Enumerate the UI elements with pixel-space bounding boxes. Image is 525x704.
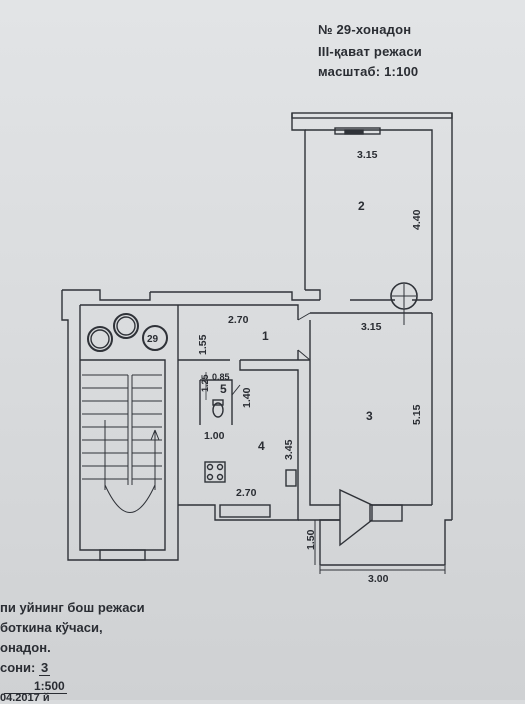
wall-room4-bottom (178, 504, 299, 521)
room2-number: 2 (358, 199, 365, 213)
room3-number: 3 (366, 409, 373, 423)
room5-width: 0.85 (212, 372, 230, 382)
footer-scale: 1:500 (4, 679, 67, 694)
stair-apt-circle (142, 325, 168, 351)
window-room3 (369, 504, 403, 522)
stair-apt-label: 29 (147, 334, 159, 345)
footer-line-4: сони: 3 (0, 660, 51, 676)
wall-left-room2-outer (291, 113, 306, 290)
window-room4 (219, 504, 271, 518)
wall-room3-left (309, 360, 340, 506)
room5-length: 1.25 (200, 374, 210, 392)
wall-room5-bathroom (200, 379, 233, 425)
room4-length: 3.45 (283, 439, 295, 460)
wall-room1-top (150, 291, 320, 301)
room1-length: 1.55 (197, 334, 209, 355)
wall-room4-right (239, 360, 299, 505)
room3-length: 5.15 (411, 404, 423, 425)
balcony-outline (319, 519, 452, 566)
room5-number: 5 (220, 382, 227, 396)
wall-room2-bottom-left (305, 289, 321, 300)
room1-width: 2.70 (228, 314, 249, 326)
wall-stair-top (62, 289, 151, 301)
footer-line-3: онадон. (0, 640, 51, 655)
footer-count-label: сони: (0, 660, 36, 675)
wall-room1-inner-top (178, 304, 299, 320)
balcony-width: 3.00 (368, 573, 389, 585)
footer-count-value: 3 (38, 660, 51, 676)
footer-line-1: пи уйнинг бош режаси (0, 600, 145, 615)
footer-line-2: боткина кўчаси, (0, 620, 103, 635)
room4-number: 4 (258, 439, 265, 453)
stove (204, 461, 226, 483)
room2-width: 3.15 (357, 149, 378, 161)
sink (285, 469, 297, 487)
balcony-door (339, 488, 373, 547)
wall-stair-outer (61, 290, 179, 561)
room2-length: 4.40 (411, 209, 423, 230)
balcony-length: 1.50 (305, 529, 317, 550)
room4-small-width: 1.00 (204, 430, 225, 442)
room4-width: 2.70 (236, 487, 257, 499)
wall-top-room2 (291, 112, 453, 119)
wall-stair-inner (79, 305, 166, 551)
toilet (212, 402, 224, 418)
footer-date: 04.2017 й (0, 692, 50, 704)
window-stair (99, 549, 146, 561)
floor-plan-title: III-қават режаси (318, 44, 422, 59)
room4-small-length: 1.40 (241, 387, 253, 408)
apartment-number: № 29-хонадон (318, 22, 412, 37)
scale-label: масштаб: 1:100 (318, 64, 419, 79)
room3-width: 3.15 (361, 321, 382, 333)
room1-number: 1 (262, 329, 269, 343)
